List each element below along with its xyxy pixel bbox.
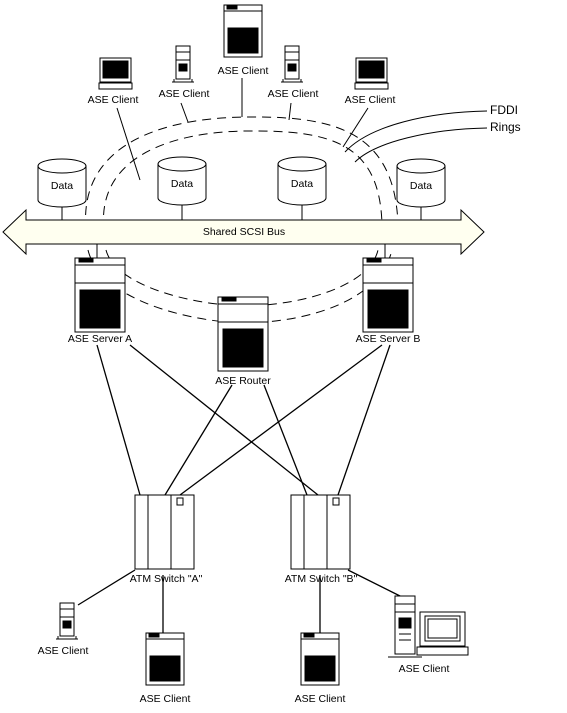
- atm-switch-b: [290, 494, 351, 570]
- client-bottom-right: [388, 595, 469, 658]
- client-bottom-mid-left: [145, 632, 185, 686]
- shared-scsi-bus: [2, 208, 485, 256]
- data-label-4: Data: [410, 180, 432, 192]
- bus-server-connectors: [96, 244, 386, 258]
- server-b: [362, 257, 414, 333]
- data-disk-1: [37, 158, 87, 208]
- client-top-center: [223, 4, 263, 58]
- client-bottom-left: [56, 602, 78, 640]
- fddi-leaders: [344, 110, 488, 163]
- network-links: [77, 344, 409, 635]
- data-disk-2: [157, 156, 207, 206]
- router: [217, 296, 269, 372]
- client-bottom-mid-right-label: ASE Client: [295, 693, 346, 705]
- client-bottom-mid-left-label: ASE Client: [140, 693, 191, 705]
- disk-connectors: [61, 205, 422, 220]
- client-top-left-label: ASE Client: [88, 94, 139, 106]
- client-top-mid-right: [281, 45, 303, 83]
- fddi-ring-outer: [85, 116, 399, 231]
- client-top-mid-left-label: ASE Client: [159, 88, 210, 100]
- client-bottom-right-label: ASE Client: [399, 663, 450, 675]
- fddi-label-line1: FDDI: [490, 103, 518, 117]
- fddi-ring-inner: [102, 130, 383, 231]
- data-label-1: Data: [51, 180, 73, 192]
- data-disk-3: [277, 156, 327, 206]
- server-b-label: ASE Server B: [356, 333, 421, 345]
- client-top-center-label: ASE Client: [218, 65, 269, 77]
- client-top-mid-left: [172, 45, 194, 83]
- data-label-3: Data: [291, 178, 313, 190]
- client-top-right: [354, 57, 389, 90]
- atm-switch-a-label: ATM Switch "A": [130, 573, 203, 585]
- atm-switch-a: [134, 494, 195, 570]
- client-top-left: [98, 57, 133, 90]
- bus-label: Shared SCSI Bus: [203, 226, 285, 238]
- atm-switch-b-label: ATM Switch "B": [285, 573, 358, 585]
- server-a: [74, 257, 126, 333]
- top-client-leaders: [116, 78, 369, 181]
- server-a-label: ASE Server A: [68, 333, 132, 345]
- router-label: ASE Router: [215, 375, 271, 387]
- data-disk-4: [396, 158, 446, 208]
- client-bottom-left-label: ASE Client: [38, 645, 89, 657]
- fddi-label-line2: Rings: [490, 120, 521, 134]
- client-top-mid-right-label: ASE Client: [268, 88, 319, 100]
- client-top-right-label: ASE Client: [345, 94, 396, 106]
- data-label-2: Data: [171, 178, 193, 190]
- client-bottom-mid-right: [300, 632, 340, 686]
